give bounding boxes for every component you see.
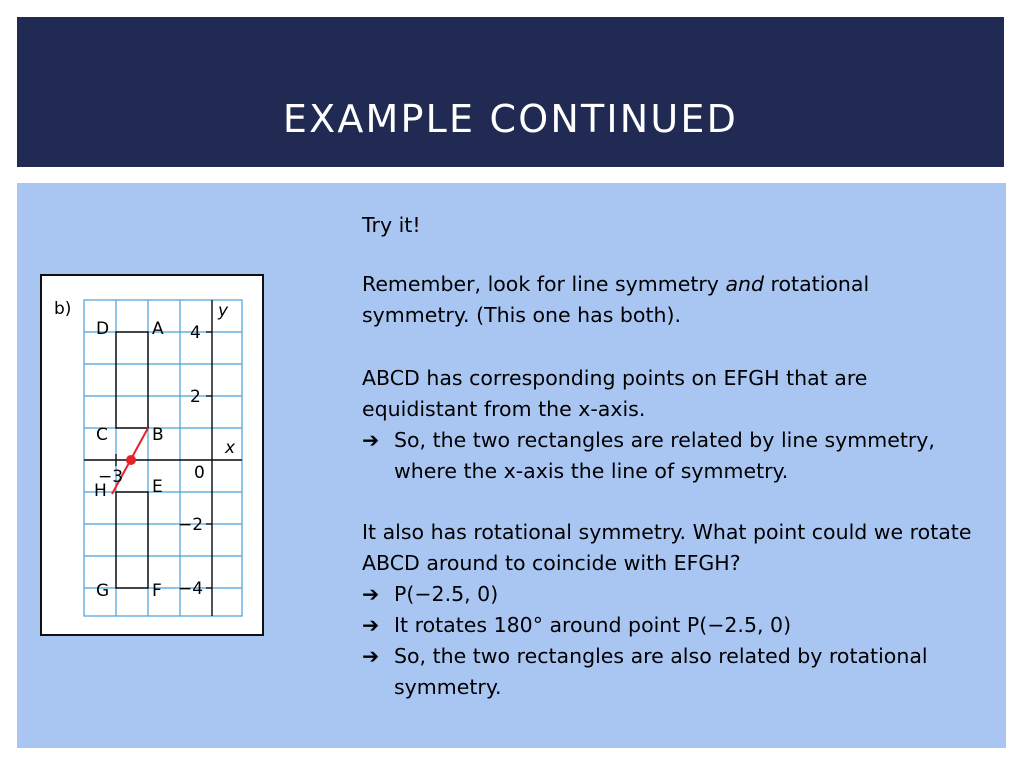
point-label-f: F bbox=[152, 581, 162, 601]
arrow-icon: ➔ bbox=[362, 582, 380, 606]
paragraph-symmetry-hint: Remember, look for line symmetry and rot… bbox=[362, 269, 982, 331]
coordinate-figure: b) y x 4 2 0 −2 −4 −3 D A C B H E G F bbox=[40, 274, 264, 636]
bullet-text: P(−2.5, 0) bbox=[394, 582, 499, 606]
bullet-rotational-conclusion: ➔ So, the two rectangles are also related… bbox=[362, 641, 982, 703]
bullet-rotation-point: ➔ P(−2.5, 0) bbox=[362, 579, 982, 610]
bullet-text: It rotates 180° around point P(−2.5, 0) bbox=[394, 613, 792, 637]
rectangle-efgh bbox=[115, 491, 149, 589]
y-axis-label: y bbox=[217, 301, 229, 321]
arrow-icon: ➔ bbox=[362, 613, 380, 637]
title-banner: EXAMPLE CONTINUED bbox=[17, 17, 1004, 167]
slide-title: EXAMPLE CONTINUED bbox=[282, 97, 739, 141]
grid-lines bbox=[83, 299, 243, 617]
arrow-icon: ➔ bbox=[362, 428, 380, 452]
paragraph-line-symmetry: ABCD has corresponding points on EFGH th… bbox=[362, 366, 868, 421]
point-label-d: D bbox=[96, 319, 109, 339]
point-label-h: H bbox=[94, 481, 107, 501]
bullet-text: So, the two rectangles are related by li… bbox=[394, 428, 935, 483]
rectangle-abcd bbox=[115, 331, 149, 429]
point-label-g: G bbox=[96, 581, 109, 601]
coordinate-grid-svg: b) y x 4 2 0 −2 −4 −3 D A C B H E G F bbox=[54, 299, 243, 617]
arrow-icon: ➔ bbox=[362, 644, 380, 668]
hint-text-end: rotational symmetry. (This one has both)… bbox=[362, 272, 870, 327]
y-tick-label: −4 bbox=[178, 579, 203, 599]
point-label-e: E bbox=[152, 477, 163, 497]
x-tick-label: −3 bbox=[98, 467, 123, 487]
bullet-line-symmetry: ➔ So, the two rectangles are related by l… bbox=[362, 425, 982, 487]
y-tick-label: 2 bbox=[190, 387, 201, 407]
hint-emphasis: and bbox=[725, 272, 765, 296]
y-tick-label: −2 bbox=[178, 515, 203, 535]
hint-text-start: Remember, look for line symmetry bbox=[362, 272, 726, 296]
x-axis-label: x bbox=[224, 438, 236, 458]
explanation-text: Try it! Remember, look for line symmetry… bbox=[362, 210, 982, 703]
part-label: b) bbox=[54, 299, 71, 319]
y-tick-label: 4 bbox=[190, 323, 201, 343]
point-label-c: C bbox=[96, 425, 108, 445]
rotation-center-point bbox=[126, 455, 136, 465]
axes bbox=[84, 300, 242, 616]
point-label-b: B bbox=[152, 425, 164, 445]
bullet-rotation-angle: ➔ It rotates 180° around point P(−2.5, 0) bbox=[362, 610, 982, 641]
paragraph-rotational-symmetry: It also has rotational symmetry. What po… bbox=[362, 520, 972, 575]
bullet-text: So, the two rectangles are also related … bbox=[394, 644, 928, 699]
point-label-a: A bbox=[152, 319, 164, 339]
y-tick-label: 0 bbox=[194, 463, 205, 483]
try-it-heading: Try it! bbox=[362, 213, 421, 237]
